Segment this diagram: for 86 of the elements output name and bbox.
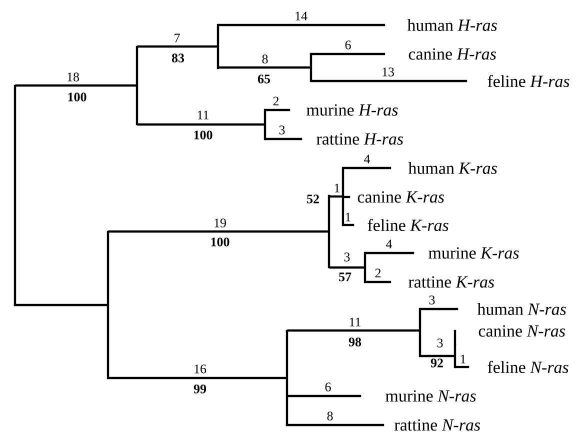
tree-branch xyxy=(343,196,350,198)
branch-length: 19 xyxy=(213,218,227,228)
branch-length: 7 xyxy=(173,33,181,43)
tree-branch xyxy=(15,84,137,87)
branch-length: 14 xyxy=(294,11,308,21)
branch-length: 3 xyxy=(436,338,444,348)
taxon-label: rattine K-ras xyxy=(408,276,494,288)
taxon-label: human H-ras xyxy=(407,19,497,31)
tree-branch xyxy=(218,24,386,26)
bootstrap-value: 92 xyxy=(430,358,444,368)
branch-junction xyxy=(310,52,312,82)
branch-length: 13 xyxy=(381,67,395,77)
taxon-label: murine N-ras xyxy=(386,390,476,402)
tree-branch xyxy=(329,195,343,198)
branch-length: 3 xyxy=(428,295,436,305)
branch-junction xyxy=(286,330,288,426)
tree-branch xyxy=(137,45,218,48)
bootstrap-value: 83 xyxy=(171,53,185,63)
tree-branch xyxy=(455,366,470,368)
taxon-label: feline K-ras xyxy=(368,218,448,232)
bootstrap-value: 57 xyxy=(338,272,352,282)
bootstrap-value: 98 xyxy=(348,337,362,347)
branch-length: 6 xyxy=(344,40,352,50)
taxon-label: canine K-ras xyxy=(358,191,444,203)
tree-branch xyxy=(287,424,384,426)
bootstrap-value: 52 xyxy=(306,194,320,204)
taxon-label: canine N-ras xyxy=(478,325,566,337)
branch-junction xyxy=(364,252,366,284)
branch-junction xyxy=(454,344,456,368)
branch-length: 1 xyxy=(333,183,341,193)
tree-branch xyxy=(343,224,354,226)
bootstrap-value: 100 xyxy=(210,237,230,247)
tree-branch xyxy=(137,123,265,126)
branch-junction xyxy=(264,108,266,140)
bootstrap-value: 100 xyxy=(66,92,88,102)
branch-length: 8 xyxy=(261,54,269,64)
branch-junction xyxy=(328,194,330,268)
tree-branch xyxy=(218,66,311,69)
taxon-label: murine K-ras xyxy=(428,247,519,259)
branch-length: 4 xyxy=(385,239,393,249)
taxon-label: rattine H-ras xyxy=(316,133,404,145)
branch-junction xyxy=(106,230,110,380)
tree-branch xyxy=(329,266,365,269)
bootstrap-value: 99 xyxy=(193,384,207,394)
tree-branch xyxy=(454,330,456,345)
branch-junction xyxy=(136,46,138,126)
tree-branch xyxy=(108,230,329,233)
tree-branch xyxy=(365,252,414,254)
branch-junction xyxy=(418,308,422,354)
branch-length: 6 xyxy=(324,382,332,392)
branch-length: 18 xyxy=(66,72,80,82)
taxon-label: canine H-ras xyxy=(408,48,496,60)
branch-length: 2 xyxy=(272,96,280,106)
branch-length: 4 xyxy=(363,154,371,164)
branch-junction xyxy=(216,24,220,70)
tree-branch xyxy=(311,52,386,56)
tree-branch xyxy=(287,394,362,398)
branch-length: 8 xyxy=(326,411,334,421)
branch-length: 2 xyxy=(374,268,382,278)
branch-junction xyxy=(14,84,16,306)
tree-branch xyxy=(287,329,420,332)
tree-branch xyxy=(15,304,108,306)
taxon-label: feline N-ras xyxy=(488,360,568,374)
tree-branch xyxy=(420,308,458,310)
tree-branch xyxy=(265,108,290,112)
tree-branch xyxy=(311,80,468,82)
branch-junction xyxy=(342,166,344,226)
taxon-label: human N-ras xyxy=(477,303,566,315)
branch-length: 1 xyxy=(459,354,467,364)
branch-length: 11 xyxy=(348,317,362,327)
taxon-label: rattine N-ras xyxy=(394,419,480,431)
branch-length: 11 xyxy=(196,110,210,120)
taxon-label: feline H-ras xyxy=(488,74,570,88)
taxon-label: murine H-ras xyxy=(306,104,398,116)
branch-length: 3 xyxy=(343,252,351,262)
branch-length: 1 xyxy=(344,212,352,222)
tree-branch xyxy=(108,376,287,380)
bootstrap-value: 100 xyxy=(192,130,214,140)
tree-branch xyxy=(418,352,455,358)
branch-length: 3 xyxy=(278,125,286,135)
tree-branch xyxy=(365,280,392,284)
taxon-label: human K-ras xyxy=(408,162,497,174)
tree-branch xyxy=(265,138,302,140)
tree-branch xyxy=(343,166,392,170)
bootstrap-value: 65 xyxy=(257,74,271,84)
branch-length: 16 xyxy=(193,364,207,374)
